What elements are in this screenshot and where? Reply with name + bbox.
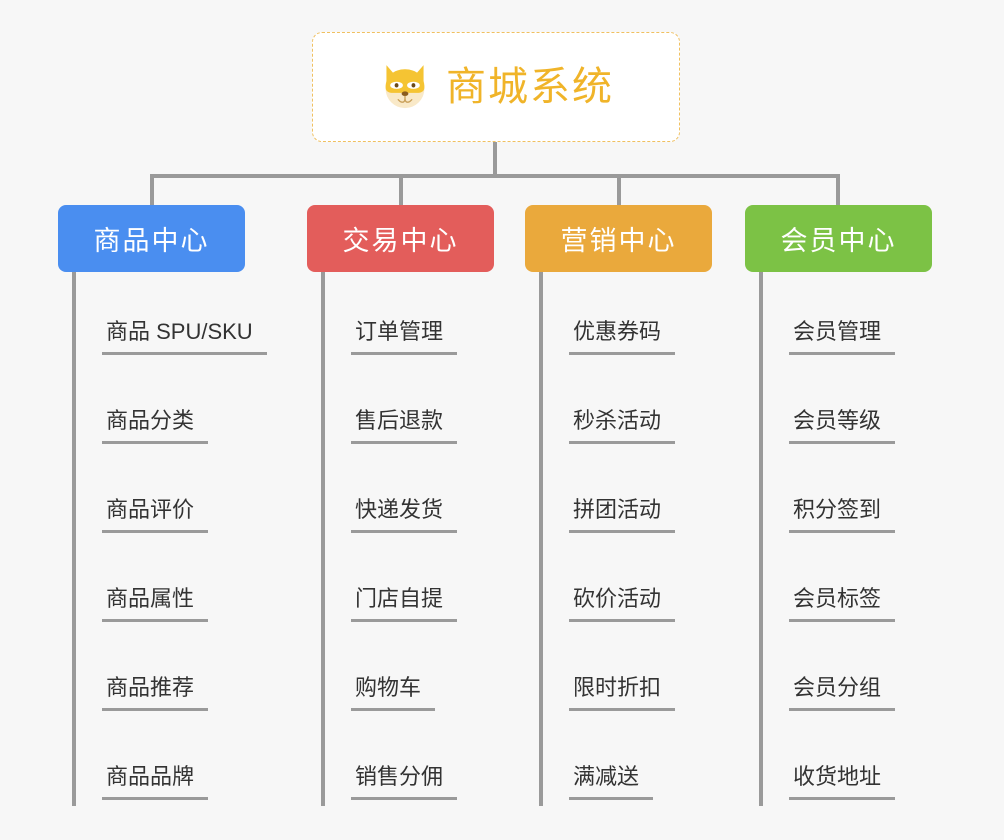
- branch-spine: [759, 272, 763, 806]
- list-item[interactable]: 会员分组: [759, 628, 965, 717]
- list-item[interactable]: 购物车: [321, 628, 527, 717]
- branch-spine: [72, 272, 76, 806]
- leaf-label: 会员等级: [789, 407, 896, 444]
- connector-drop-4: [836, 174, 840, 206]
- connector-drop-1: [150, 174, 154, 206]
- list-item[interactable]: 门店自提: [321, 539, 527, 628]
- leaf-label: 拼团活动: [569, 496, 676, 533]
- leaf-label: 积分签到: [789, 496, 896, 533]
- connector-drop-3: [617, 174, 621, 206]
- list-item[interactable]: 订单管理: [321, 272, 527, 361]
- leaf-list-product: 商品 SPU/SKU 商品分类 商品评价 商品属性 商品推荐 商品品牌: [72, 272, 278, 806]
- leaf-list-trade: 订单管理 售后退款 快递发货 门店自提 购物车 销售分佣: [321, 272, 527, 806]
- list-item[interactable]: 商品分类: [72, 361, 278, 450]
- leaf-label: 会员标签: [789, 585, 896, 622]
- list-item[interactable]: 会员管理: [759, 272, 965, 361]
- leaf-label: 会员管理: [789, 318, 896, 355]
- leaf-label: 销售分佣: [351, 763, 458, 800]
- branch-spine: [321, 272, 325, 806]
- branch-column-marketing: 营销中心 优惠券码 秒杀活动 拼团活动 砍价活动 限时折扣 满减送: [525, 205, 745, 806]
- leaf-label: 商品品牌: [102, 763, 209, 800]
- connector-root-stem: [493, 142, 497, 177]
- leaf-label: 门店自提: [351, 585, 458, 622]
- list-item[interactable]: 积分签到: [759, 450, 965, 539]
- category-node-trade[interactable]: 交易中心: [307, 205, 494, 272]
- leaf-label: 商品 SPU/SKU: [102, 318, 267, 355]
- leaf-list-member: 会员管理 会员等级 积分签到 会员标签 会员分组 收货地址: [759, 272, 965, 806]
- category-node-member[interactable]: 会员中心: [745, 205, 932, 272]
- list-item[interactable]: 销售分佣: [321, 717, 527, 806]
- category-node-product[interactable]: 商品中心: [58, 205, 245, 272]
- leaf-label: 砍价活动: [569, 585, 676, 622]
- leaf-label: 收货地址: [789, 763, 896, 800]
- list-item[interactable]: 满减送: [539, 717, 745, 806]
- shiba-dog-face-icon: [385, 65, 425, 109]
- leaf-label: 购物车: [351, 674, 436, 711]
- root-node[interactable]: 商城系统: [312, 32, 680, 142]
- connector-horizontal-bus: [150, 174, 840, 178]
- leaf-label: 快递发货: [351, 496, 458, 533]
- list-item[interactable]: 快递发货: [321, 450, 527, 539]
- list-item[interactable]: 优惠券码: [539, 272, 745, 361]
- leaf-label: 商品评价: [102, 496, 209, 533]
- list-item[interactable]: 商品推荐: [72, 628, 278, 717]
- leaf-label: 订单管理: [351, 318, 458, 355]
- root-title: 商城系统: [446, 65, 614, 109]
- list-item[interactable]: 砍价活动: [539, 539, 745, 628]
- branch-column-member: 会员中心 会员管理 会员等级 积分签到 会员标签 会员分组 收货地址: [745, 205, 965, 806]
- leaf-label: 商品属性: [102, 585, 209, 622]
- category-node-marketing[interactable]: 营销中心: [525, 205, 712, 272]
- leaf-label: 限时折扣: [569, 674, 676, 711]
- branch-column-product: 商品中心 商品 SPU/SKU 商品分类 商品评价 商品属性 商品推荐 商品品牌: [58, 205, 278, 806]
- list-item[interactable]: 商品属性: [72, 539, 278, 628]
- list-item[interactable]: 会员标签: [759, 539, 965, 628]
- list-item[interactable]: 拼团活动: [539, 450, 745, 539]
- leaf-label: 商品推荐: [102, 674, 209, 711]
- list-item[interactable]: 会员等级: [759, 361, 965, 450]
- leaf-list-marketing: 优惠券码 秒杀活动 拼团活动 砍价活动 限时折扣 满减送: [539, 272, 745, 806]
- branch-spine: [539, 272, 543, 806]
- list-item[interactable]: 售后退款: [321, 361, 527, 450]
- root-node-content: 商城系统: [378, 60, 614, 114]
- list-item[interactable]: 商品评价: [72, 450, 278, 539]
- leaf-label: 优惠券码: [569, 318, 676, 355]
- list-item[interactable]: 商品 SPU/SKU: [72, 272, 278, 361]
- list-item[interactable]: 限时折扣: [539, 628, 745, 717]
- list-item[interactable]: 秒杀活动: [539, 361, 745, 450]
- list-item[interactable]: 商品品牌: [72, 717, 278, 806]
- list-item[interactable]: 收货地址: [759, 717, 965, 806]
- leaf-label: 秒杀活动: [569, 407, 676, 444]
- connector-drop-2: [399, 174, 403, 206]
- leaf-label: 售后退款: [351, 407, 458, 444]
- leaf-label: 会员分组: [789, 674, 896, 711]
- branch-column-trade: 交易中心 订单管理 售后退款 快递发货 门店自提 购物车 销售分佣: [307, 205, 527, 806]
- leaf-label: 商品分类: [102, 407, 209, 444]
- leaf-label: 满减送: [569, 763, 654, 800]
